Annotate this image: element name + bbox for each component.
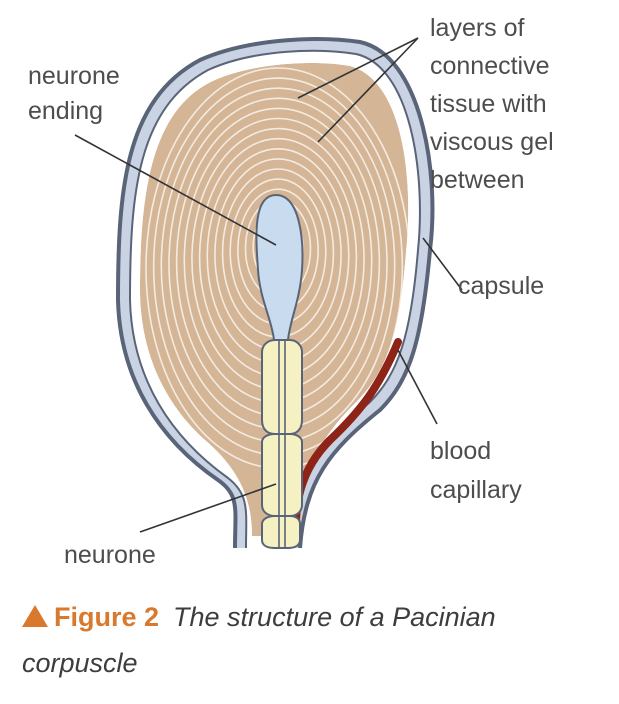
leader-neurone — [139, 483, 277, 533]
leader-layers-1 — [297, 37, 419, 99]
label-capsule: capsule — [458, 272, 544, 300]
leader-capsule — [422, 237, 463, 291]
label-connective-layers: layers of connective tissue with viscous… — [430, 14, 561, 194]
leader-neurone-ending — [74, 134, 277, 246]
label-blood-capillary: blood capillary — [430, 437, 522, 504]
pacinian-corpuscle-diagram: neurone ending layers of connective tiss… — [28, 14, 561, 569]
label-neurone-ending: neurone ending — [28, 62, 127, 125]
triangle-icon — [22, 605, 48, 627]
figure-number: Figure 2 — [54, 602, 160, 632]
label-neurone: neurone — [64, 541, 156, 569]
figure-title: The structure of a Pacinian corpuscle — [22, 602, 496, 678]
leader-layers-2 — [317, 37, 419, 143]
leader-capillary — [397, 349, 438, 425]
neurone — [261, 339, 303, 549]
